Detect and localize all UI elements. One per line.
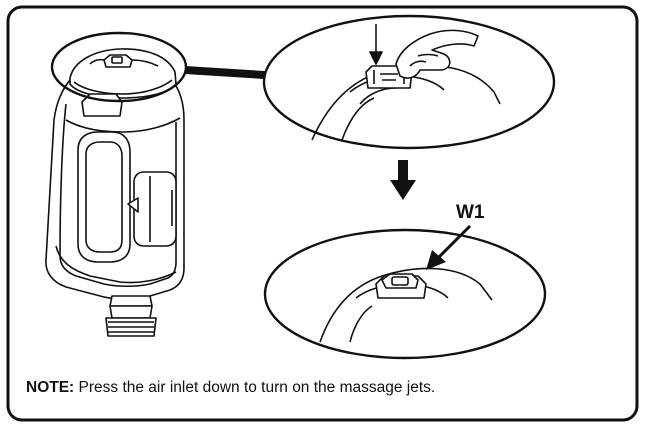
pump-top-rim bbox=[73, 79, 173, 95]
pump-side-panel bbox=[77, 131, 131, 263]
pump-body-contour bbox=[59, 103, 177, 288]
hand-knuckle-lines bbox=[409, 53, 439, 67]
pump-outlet-collar bbox=[109, 295, 153, 307]
pointer-arrow-icon bbox=[426, 224, 472, 270]
pump-top-ridge bbox=[89, 58, 159, 67]
pump-small-panel-inner bbox=[149, 176, 173, 242]
air-inlet-valve-slot bbox=[391, 276, 409, 286]
pump-side-panel-inner bbox=[85, 141, 123, 253]
note-label: NOTE: bbox=[26, 379, 75, 396]
magnified-view-top bbox=[311, 24, 501, 141]
pump-outlet-body bbox=[109, 305, 153, 319]
dome-inner-bottom bbox=[349, 305, 373, 343]
dome-surface-bottom bbox=[319, 267, 493, 343]
magnified-view-bottom bbox=[319, 267, 493, 343]
pump-skirt bbox=[55, 245, 177, 284]
pump-latch bbox=[127, 197, 139, 213]
pump-outlet-ridges bbox=[108, 321, 154, 333]
down-arrow-icon bbox=[390, 160, 416, 200]
hand-pressing-icon bbox=[395, 29, 479, 79]
pump-small-panel bbox=[133, 171, 177, 247]
note-text: NOTE: Press the air inlet down to turn o… bbox=[26, 379, 435, 397]
press-down-arrowhead bbox=[369, 51, 383, 65]
note-body: Press the air inlet down to turn on the … bbox=[74, 379, 436, 396]
spa-pump-unit bbox=[45, 48, 185, 337]
callout-label-w1: W1 bbox=[456, 202, 485, 223]
magnify-connector bbox=[185, 66, 280, 80]
pump-shoulder-ring bbox=[65, 117, 181, 133]
air-inlet-small-slot bbox=[111, 56, 123, 64]
